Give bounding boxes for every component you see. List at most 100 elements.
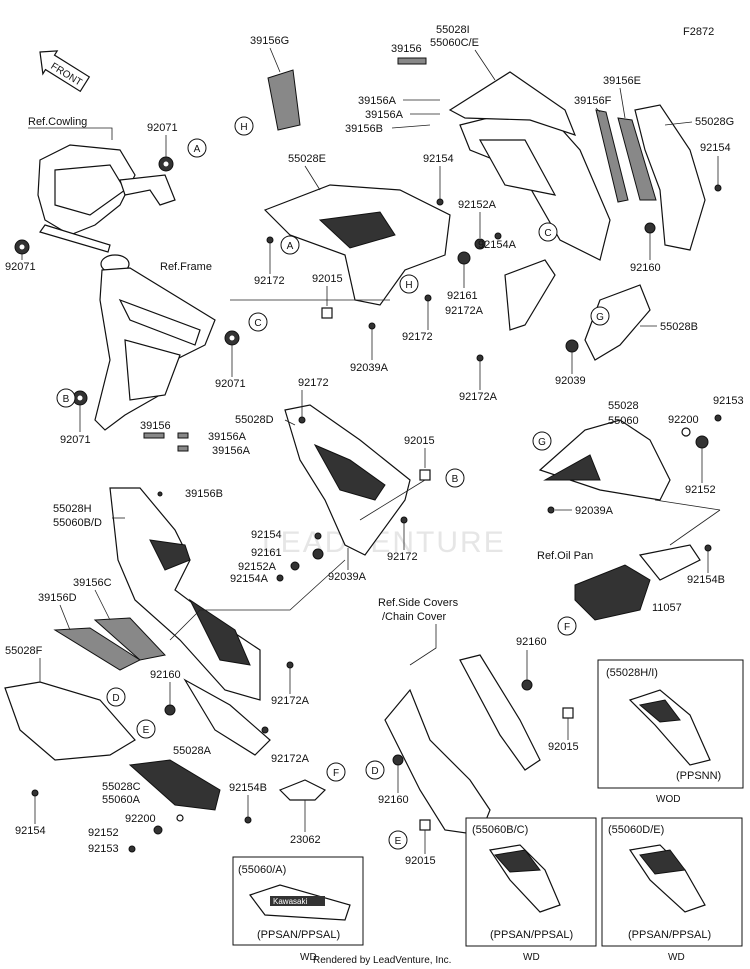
inset-55060DE-note: WD	[668, 952, 685, 963]
label-92015-c1: 92015	[312, 273, 343, 285]
label-92071-c: 92071	[215, 378, 246, 390]
label-55028B: 55028B	[660, 321, 698, 333]
svg-text:A: A	[287, 241, 294, 252]
label-92154-l: 92154	[15, 825, 46, 837]
insulator-39156G-part	[267, 69, 301, 131]
label-39156-top: 39156	[391, 43, 422, 55]
screw-92153-m	[128, 845, 136, 853]
strip-39156-m	[143, 432, 165, 439]
inner-cowl-55028D-part	[284, 404, 411, 556]
label-39156A-m2: 39156A	[212, 445, 251, 457]
grommet-92160-s1	[521, 679, 533, 691]
svg-text:H: H	[405, 280, 412, 291]
label-92071-b: 92071	[5, 261, 36, 273]
label-92152A-m: 92152A	[238, 561, 277, 573]
screw-92154-l	[31, 789, 39, 797]
strip-39156A-m2	[177, 445, 189, 452]
grommet-92161-c1	[457, 251, 471, 265]
label-55028A: 55028A	[173, 745, 212, 757]
label-92172A-m1: 92172A	[271, 695, 310, 707]
label-92154-r1: 92154	[700, 142, 731, 154]
label-92039A-r: 92039A	[575, 505, 614, 517]
grommet-92160-r1	[644, 222, 656, 234]
label-39156A-m1: 39156A	[208, 431, 247, 443]
insulator-39156E-part	[617, 117, 657, 201]
inset-55060DE: (55060D/E) (PPSAN/PPSAL) WD	[601, 817, 743, 963]
label-92172-c1: 92172	[254, 275, 285, 287]
screw-92154A-c1	[494, 232, 502, 240]
label-92039A-m: 92039A	[328, 571, 367, 583]
grommet-92071-c	[224, 330, 240, 346]
oil-pan-bracket-part	[574, 544, 701, 621]
label-39156D: 39156D	[38, 592, 77, 604]
side-panel-55028-part	[538, 419, 671, 501]
cowling-stay-part	[37, 144, 176, 253]
label-92172A-c2: 92172A	[459, 391, 498, 403]
inset-55060DE-color: (PPSAN/PPSAL)	[628, 929, 711, 941]
grommet-92071-a	[158, 156, 174, 172]
label-92160-s1: 92160	[516, 636, 547, 648]
label-92154-c1: 92154	[423, 153, 454, 165]
label-39156A-top2: 39156A	[365, 109, 404, 121]
inset-55028HI-code: (55028H/I)	[606, 667, 658, 679]
label-39156B-m: 39156B	[185, 488, 223, 500]
label-92160-r1: 92160	[630, 262, 661, 274]
svg-text:G: G	[538, 437, 546, 448]
svg-text:E: E	[395, 836, 402, 847]
screw-92172-m2	[400, 516, 408, 524]
inset-55060A: (55060/A) Kawasaki (PPSAN/PPSAL) WD	[232, 856, 364, 963]
label-55028C: 55028C	[102, 781, 141, 793]
callout-markers: A A B B C C D D E E F F G G H H	[56, 116, 610, 850]
under-cowl-55028C-part	[128, 759, 221, 811]
under-cowl-55028A-part	[183, 678, 271, 756]
svg-text:G: G	[596, 312, 604, 323]
label-92154A-c1: 92154A	[478, 239, 517, 251]
cowl-side-part	[504, 259, 556, 331]
collar-92015-s1	[562, 707, 574, 719]
label-11057: 11057	[652, 602, 682, 614]
label-55028E: 55028E	[288, 153, 326, 165]
label-92172A-c1: 92172A	[445, 305, 484, 317]
upper-cowl-right-part	[459, 104, 611, 261]
lower-panel-55028B-part	[584, 284, 651, 361]
callout-D-1: D	[106, 687, 126, 707]
screw-92154-c1	[436, 198, 444, 206]
washer-92152A-m	[290, 561, 300, 571]
label-92154A-m: 92154A	[230, 573, 269, 585]
grommet-92161-m	[312, 548, 324, 560]
inset-55060BC-code: (55060B/C)	[472, 824, 528, 836]
label-92172-m: 92172	[298, 377, 329, 389]
nut-92039A-r	[547, 506, 555, 514]
callout-G-2: G	[532, 431, 552, 451]
callout-E-1: E	[136, 719, 156, 739]
inset-55060BC-color: (PPSAN/PPSAL)	[490, 929, 573, 941]
lower-fairing-55028F-part	[4, 681, 136, 761]
ref-oil-pan-label: Ref.Oil Pan	[537, 550, 593, 562]
collar-92015-s2	[419, 819, 431, 831]
label-55028I: 55028I	[436, 24, 470, 36]
screw-92154A-m	[276, 574, 284, 582]
label-55028H: 55028H	[53, 503, 92, 515]
strip-39156B-m	[157, 491, 163, 497]
label-92153-m: 92153	[88, 843, 119, 855]
label-92071-a: 92071	[147, 122, 178, 134]
footer-credit: Rendered by LeadVenture, Inc.	[313, 955, 451, 966]
kawasaki-logo	[270, 896, 325, 906]
inset-55060A-note: WD	[300, 952, 317, 963]
svg-text:D: D	[112, 693, 119, 704]
screw-92172A-m1	[286, 661, 294, 669]
screw-92172-c1	[266, 236, 274, 244]
washer-92152A-c1	[474, 238, 486, 250]
washer-92200-r	[681, 427, 691, 437]
label-55028F: 55028F	[5, 645, 43, 657]
label-39156-m: 39156	[140, 420, 171, 432]
screw-92154B-r	[704, 544, 712, 552]
label-55028G: 55028G	[695, 116, 734, 128]
label-92152-m: 92152	[88, 827, 119, 839]
strip-39156A-m1	[177, 432, 189, 439]
callout-C-2: C	[538, 222, 558, 242]
frame-part	[94, 254, 216, 431]
label-92154-m: 92154	[251, 529, 282, 541]
label-39156B-top: 39156B	[345, 123, 383, 135]
